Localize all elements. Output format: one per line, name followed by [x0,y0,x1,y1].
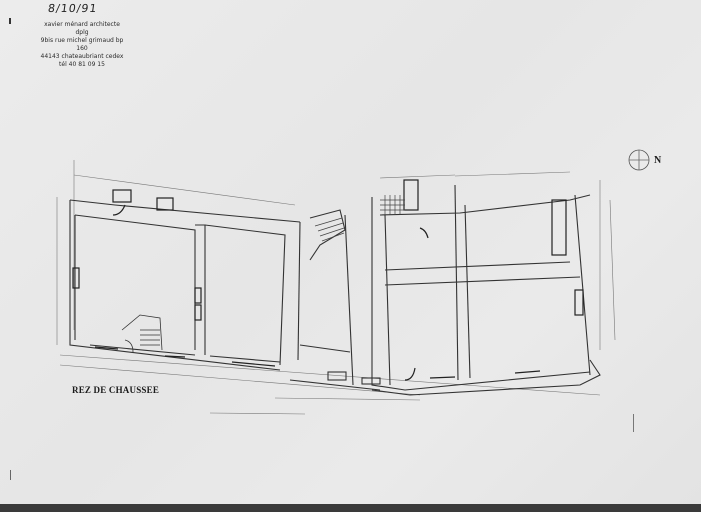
architect-name: xavier ménard architecte dplg [44,21,120,36]
left-stair [121,314,163,353]
scan-speck [9,18,11,24]
architect-city: 44143 chateaubriant cedex [40,53,124,60]
architect-street: 9bis rue michel grimaud bp 160 [40,37,124,52]
north-arrow-icon [628,149,650,171]
left-building-openings [72,189,276,367]
right-building-openings [403,179,584,381]
scan-edge [0,504,701,512]
architect-address-block: xavier ménard architecte dplg 9bis rue m… [37,21,127,69]
scan-speck [633,414,634,432]
middle-stair [314,217,345,242]
north-label: N [654,155,662,166]
left-building-walls [69,199,301,371]
architect-phone: tél 40 81 09 15 [59,61,105,68]
middle-passage-walls [289,209,381,391]
right-building-walls [371,184,601,396]
upper-stair [380,195,405,215]
drawing-title: REZ DE CHAUSSEE [72,385,160,395]
scan-speck [10,470,11,480]
dimension-lines [56,160,616,415]
